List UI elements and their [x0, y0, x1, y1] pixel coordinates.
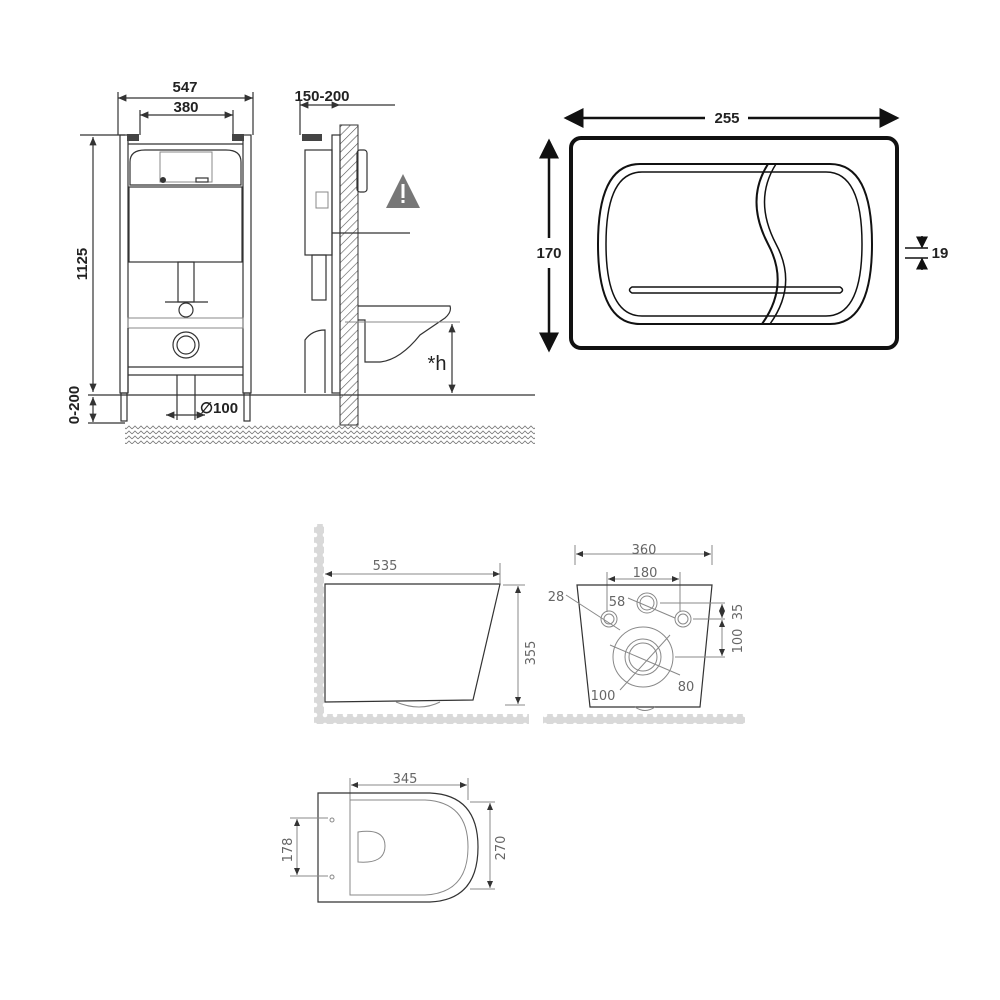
dim-outlet-outer: 100	[591, 689, 616, 704]
dim-water-inlet: 58	[609, 595, 626, 610]
dim-pipe-diameter: ∅100	[200, 400, 238, 417]
dim-bowl-height: *h	[428, 353, 447, 375]
dim-plate-width: 255	[714, 110, 739, 127]
dim-top-width: 270	[494, 836, 509, 861]
dim-plate-height: 170	[536, 245, 561, 262]
dim-top-length: 345	[393, 772, 418, 787]
dim-frame-width: 547	[172, 79, 197, 96]
dim-outlet-offset: 100	[731, 629, 746, 654]
dim-hole-spacing: 178	[281, 838, 296, 863]
warning-triangle-icon	[386, 174, 420, 208]
dim-inlet-offset: 35	[731, 604, 746, 621]
dim-bolt-spacing: 180	[633, 566, 658, 581]
dim-wall-distance: 150-200	[294, 88, 349, 105]
dim-frame-height: 1125	[74, 248, 91, 281]
flush-plate: 255 170 19	[536, 108, 949, 353]
installation-frame-front: 547 380 1125 0-200	[66, 79, 535, 444]
dim-toilet-height: 355	[524, 641, 539, 666]
toilet-top-view: 345 178 270	[281, 772, 509, 903]
dim-outlet-inner: 80	[678, 680, 695, 695]
dim-floor-adjust: 0-200	[66, 386, 83, 424]
dim-plate-depth: 19	[932, 245, 949, 262]
dim-toilet-length: 535	[373, 559, 398, 574]
dim-bolt-hole: 28	[548, 590, 565, 605]
installation-frame-side: 150-200 *h	[294, 88, 460, 426]
dim-back-width: 360	[632, 543, 657, 558]
dim-bracket-width: 380	[173, 99, 198, 116]
toilet-side-view: 535 355	[314, 524, 539, 724]
toilet-back-view: 360 180 28 58 35 100 80 100	[543, 543, 746, 724]
